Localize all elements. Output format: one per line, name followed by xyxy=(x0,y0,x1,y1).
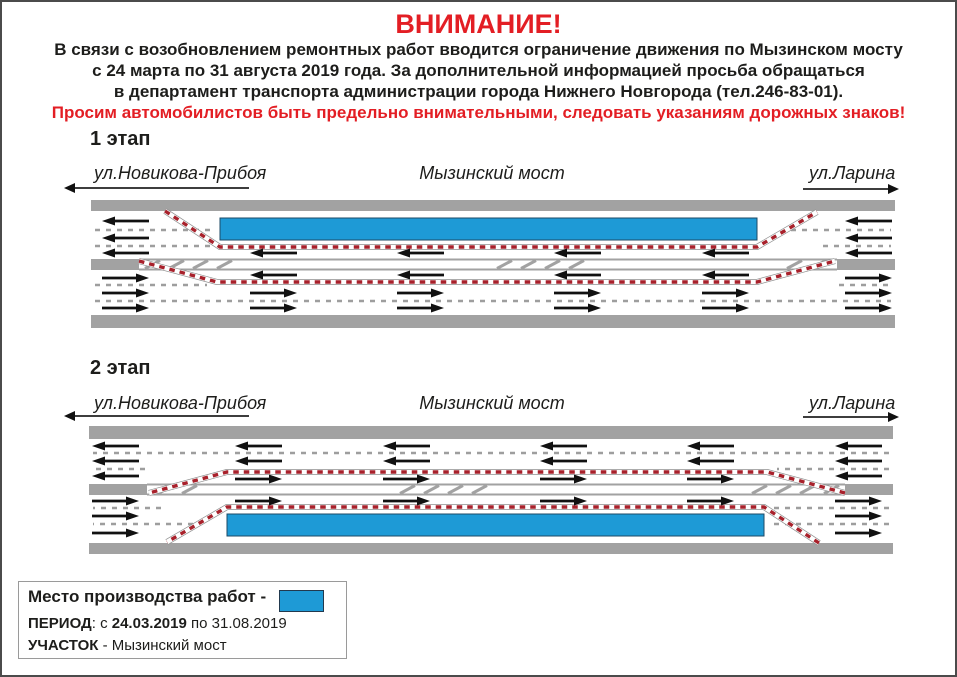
page-title: ВНИМАНИЕ! xyxy=(395,9,562,39)
stage-1-bridge-label: Мызинский мост xyxy=(419,163,565,183)
header-warning: Просим автомобилистов быть предельно вни… xyxy=(51,103,906,122)
stage-2-right-direction-arrow-icon xyxy=(888,412,899,422)
legend-period-pre: : с xyxy=(91,615,112,632)
legend-period-row: ПЕРИОД: с 24.03.2019 по 31.08.2019 xyxy=(28,615,287,632)
stage-1-right-street-label: ул.Ларина xyxy=(809,163,896,183)
header-line-1: В связи с возобновлением ремонтных работ… xyxy=(54,40,903,59)
stage-1-right-direction-line xyxy=(803,188,890,190)
header-line-2: с 24 марта по 31 августа 2019 года. За д… xyxy=(92,61,865,80)
legend-box: Место производства работ - ПЕРИОД: с 24.… xyxy=(18,581,347,659)
header-line-3: в департамент транспорта администрации г… xyxy=(113,82,844,101)
stage-2-label: 2 этап xyxy=(90,357,151,379)
stage-2-right-direction-line xyxy=(803,416,890,418)
stage-1-left-direction-arrow-icon xyxy=(64,183,75,193)
stage-1-left-direction-line xyxy=(73,187,249,189)
stage-1-right-direction-arrow-icon xyxy=(888,184,899,194)
stage-2-bridge-label: Мызинский мост xyxy=(419,393,565,413)
legend-workzone-swatch xyxy=(279,590,324,612)
stage-1-left-street-label: ул.Новикова-Прибоя xyxy=(94,163,267,183)
stage-2-left-street-label: ул.Новикова-Прибоя xyxy=(94,393,267,413)
stage-2-left-direction-arrow-icon xyxy=(64,411,75,421)
legend-workzone-label: Место производства работ - xyxy=(28,587,267,606)
legend-period-start: 24.03.2019 xyxy=(111,615,187,632)
stage-1-road-diagram xyxy=(91,200,895,328)
legend-period-label: ПЕРИОД xyxy=(28,615,92,632)
legend-period-mid: по xyxy=(186,615,212,632)
stage-1-label: 1 этап xyxy=(90,128,151,150)
stage-2-right-street-label: ул.Ларина xyxy=(809,393,896,413)
stage-2-left-direction-line xyxy=(73,415,249,417)
legend-section-value: - Мызинский мост xyxy=(98,637,227,654)
legend-section-row: УЧАСТОК - Мызинский мост xyxy=(28,637,227,654)
legend-section-label: УЧАСТОК xyxy=(28,637,99,654)
stage-2-road-diagram xyxy=(89,426,893,554)
legend-period-end: 31.08.2019 xyxy=(211,615,287,632)
